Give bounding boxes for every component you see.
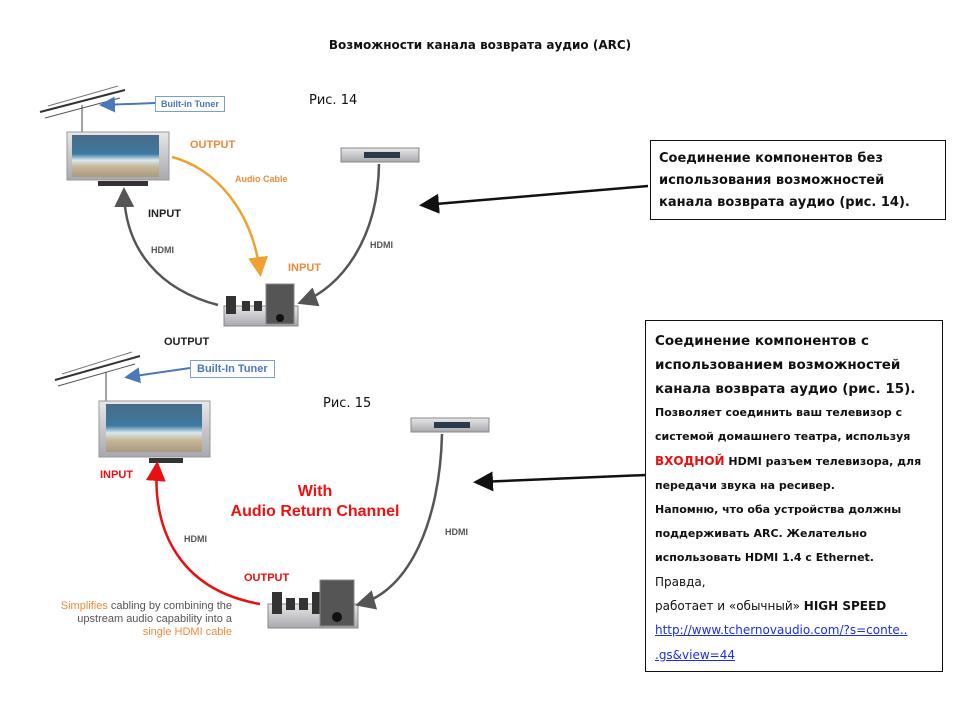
callout-box-arc: Соединение компонентов с использованием … — [645, 320, 943, 672]
hdmi-cable-right-fig14 — [297, 163, 381, 307]
tv-icon-fig14 — [66, 131, 170, 186]
callout-box-arc-link[interactable]: http://www.tchernovaudio.com/?s=conte.. … — [655, 618, 933, 668]
home-theater-icon-fig14 — [223, 283, 299, 327]
pointer-arrow-box2 — [473, 471, 647, 492]
reference-link-line2[interactable]: .gs&view=44 — [655, 648, 735, 662]
callout-box-arc-para2: Напомню, что оба устройства должны подде… — [655, 503, 902, 564]
para1-text: Позволяет соединить ваш телевизор с сист… — [655, 406, 911, 443]
hdmi-cable-right-fig15 — [355, 433, 444, 610]
audio-cable-fig14 — [171, 155, 268, 277]
figure-15-caption: Рис. 15 — [323, 396, 372, 411]
hdmi-label-right-fig15: HDMI — [445, 527, 468, 537]
hdmi-cable-left-fig14 — [114, 187, 219, 307]
home-theater-icon-fig15 — [267, 579, 359, 629]
arc-heading-line1: With — [297, 483, 333, 500]
built-in-tuner-label-fig15: Built-In Tuner — [190, 360, 275, 378]
simplifies-word: Simplifies — [60, 600, 108, 612]
receiver-output-label-fig15: OUTPUT — [244, 572, 290, 584]
callout-box-arc-para4: работает и «обычный» HIGH SPEED — [655, 594, 933, 618]
arc-heading: With Audio Return Channel — [200, 482, 430, 522]
dvd-player-icon-fig15 — [410, 417, 490, 433]
tv-input-label-fig14: INPUT — [148, 208, 181, 220]
receiver-input-label-fig14: INPUT — [288, 262, 321, 274]
pointer-arrow-box1 — [419, 184, 649, 214]
tv-icon-fig15 — [98, 400, 211, 463]
tuner-arrow-fig14 — [99, 96, 156, 113]
simplifies-text-3: single HDMI cable — [142, 626, 232, 638]
para1-red-word: ВХОДНОЙ — [655, 454, 725, 468]
para4-bold: HIGH SPEED — [803, 599, 887, 613]
receiver-output-label-fig14: OUTPUT — [164, 336, 210, 348]
hdmi-label-right-fig14: HDMI — [370, 240, 393, 250]
callout-box-arc-para1: Позволяет соединить ваш телевизор с сист… — [655, 401, 933, 498]
antenna-icon-fig14 — [39, 85, 126, 132]
para4-normal: работает и «обычный» — [655, 599, 804, 613]
callout-box-no-arc: Соединение компонентов без использования… — [650, 140, 946, 220]
reference-link-line1[interactable]: http://www.tchernovaudio.com/?s=conte.. — [655, 623, 908, 637]
hdmi-arc-cable-fig15 — [145, 461, 261, 606]
built-in-tuner-label-fig14: Built-in Tuner — [155, 96, 225, 112]
simplifies-caption: Simplifies cabling by combining the upst… — [20, 600, 232, 639]
callout-box-arc-heading: Соединение компонентов с использованием … — [655, 333, 916, 397]
figure-14-caption: Рис. 14 — [309, 93, 358, 108]
tuner-arrow-fig15 — [124, 367, 191, 384]
antenna-icon-fig15 — [54, 351, 141, 402]
tv-output-label-fig14: OUTPUT — [190, 139, 236, 151]
arc-heading-line2: Audio Return Channel — [230, 503, 400, 520]
simplifies-text-1: cabling by combining the — [107, 600, 232, 612]
dvd-player-icon-fig14 — [340, 147, 420, 163]
tv-input-label-fig15: INPUT — [100, 469, 133, 481]
callout-box-arc-para3: Правда, — [655, 575, 706, 589]
simplifies-text-2: upstream audio capability into a — [77, 613, 232, 625]
para1-rest: HDMI разъем телевизора, для передачи зву… — [655, 455, 922, 492]
page-title: Возможности канала возврата аудио (ARC) — [328, 38, 632, 52]
hdmi-label-left-fig15: HDMI — [184, 534, 207, 544]
callout-box-no-arc-text: Соединение компонентов без использования… — [659, 151, 910, 210]
audio-cable-label: Audio Cable — [235, 174, 288, 184]
hdmi-label-left-fig14: HDMI — [151, 245, 174, 255]
